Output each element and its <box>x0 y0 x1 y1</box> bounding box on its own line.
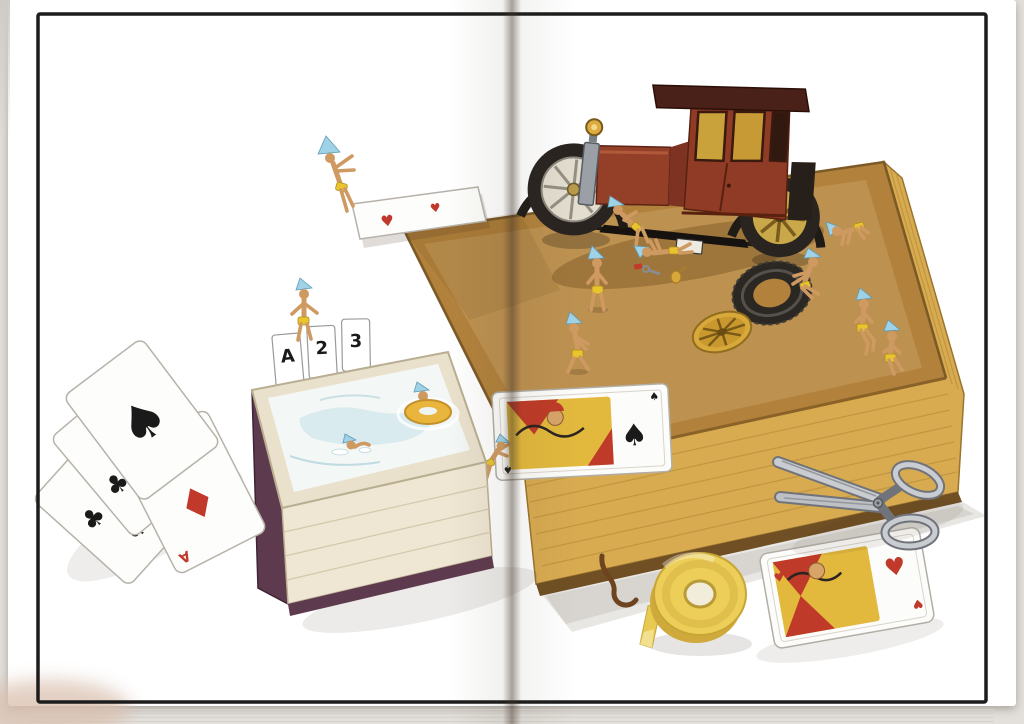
elf-on-swim-ring <box>396 381 460 431</box>
elf-mechanic-front <box>607 195 650 248</box>
red-rag <box>633 263 643 270</box>
elf-standing <box>586 245 608 313</box>
svg-text:A: A <box>280 345 296 367</box>
page-stack-edges <box>30 709 994 723</box>
ace-of-spades-card: ♠ <box>65 340 219 500</box>
yellow-wheel <box>691 310 753 354</box>
side-window <box>730 110 767 163</box>
jack-of-hearts-card: ♥ ♥ ♥ <box>759 527 935 649</box>
heart-corner-pip: ♥ <box>911 596 924 612</box>
spare-tire <box>731 260 813 326</box>
diving-board-card: ♥ ♥ <box>351 186 490 248</box>
elf-crawling <box>825 221 870 246</box>
pool-book: A 2 3 <box>250 277 538 633</box>
spade-pip: ♠ <box>620 418 649 454</box>
oil-can <box>670 270 682 284</box>
page-edge-shade <box>0 0 10 140</box>
lane-card-3: 3 <box>341 318 371 372</box>
elf-swimmer <box>331 433 372 456</box>
heart-pip: ♥ <box>429 200 442 215</box>
elf-walking <box>565 311 590 375</box>
lane-card-2: 2 <box>306 324 338 380</box>
big-book-bottom-cover <box>536 492 962 596</box>
tape-core <box>683 579 717 609</box>
jack-of-spades-card: ♠ ♠ ♠ <box>491 383 673 481</box>
heart-corner-pip: ♥ <box>773 570 786 586</box>
scissors <box>772 456 964 556</box>
spade-corner-pip: ♠ <box>503 463 514 476</box>
svg-text:3: 3 <box>349 331 362 352</box>
radiator <box>577 141 601 207</box>
wrench <box>647 268 661 276</box>
illustration-frame <box>36 12 988 704</box>
elf-tire-pusher <box>791 247 823 300</box>
elf-sitting-1 <box>854 287 876 356</box>
spade-corner-pip: ♠ <box>649 390 660 403</box>
card-fan: ♣ ♣ ♣ ♦ A ♠ <box>34 340 266 584</box>
heart-pip: ♥ <box>882 551 908 582</box>
svg-text:2: 2 <box>315 338 329 360</box>
pool-book-bottom-cover <box>288 556 494 616</box>
trunk <box>787 162 816 221</box>
cowl <box>668 141 690 208</box>
tape-roll <box>639 552 752 656</box>
rear-window <box>768 110 790 163</box>
vintage-car <box>516 84 826 258</box>
front-window <box>694 110 728 163</box>
bookmark-ribbon <box>599 553 639 608</box>
elf-sitting-2 <box>882 319 904 376</box>
tools <box>633 263 687 284</box>
scissors-blade <box>774 458 884 503</box>
elf-jumper <box>290 277 319 342</box>
heart-pip: ♥ <box>379 211 395 231</box>
elf-mechanic-lying <box>633 238 694 259</box>
elf-board-diver <box>317 135 356 213</box>
roof <box>652 84 810 113</box>
